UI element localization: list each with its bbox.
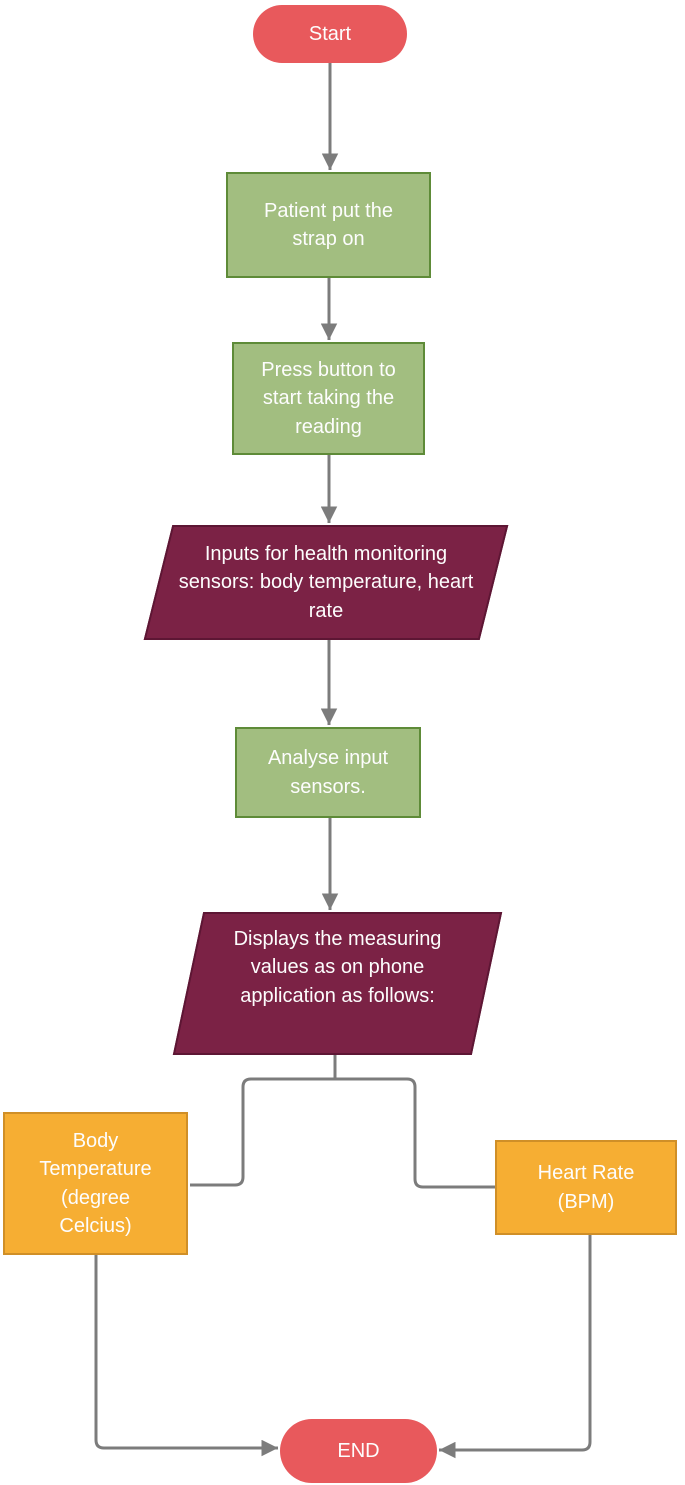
sensor-inputs-label: Inputs for health monitoring sensors: bo… xyxy=(178,542,474,622)
start-label: Start xyxy=(308,22,352,45)
body-temperature-label: Body Temperature (degree Celcius) xyxy=(39,1129,152,1237)
start-terminator-node: Start xyxy=(253,5,407,63)
edge-bodytemp-to-end xyxy=(94,1255,278,1457)
process-node-strap-on: Patient put the strap on xyxy=(226,172,431,278)
edge-display-to-bodytemp xyxy=(190,1077,335,1187)
end-terminator-node: END xyxy=(280,1419,437,1483)
display-values-label: Displays the measuring values as on phon… xyxy=(233,928,442,1007)
edge-display-to-heartrate xyxy=(335,1077,495,1189)
edge-heartrate-to-end xyxy=(439,1235,592,1459)
process-node-press-button: Press button to start taking the reading xyxy=(232,342,425,455)
heart-rate-label: Heart Rate (BPM) xyxy=(537,1162,635,1213)
press-button-label: Press button to start taking the reading xyxy=(261,358,396,438)
io-parallelogram-sensor-inputs: Inputs for health monitoring sensors: bo… xyxy=(143,525,509,640)
analyse-label: Analyse input sensors. xyxy=(267,747,389,798)
end-label: END xyxy=(337,1439,380,1462)
output-node-heart-rate: Heart Rate (BPM) xyxy=(495,1140,677,1235)
output-node-body-temperature: Body Temperature (degree Celcius) xyxy=(3,1112,188,1255)
process-node-analyse: Analyse input sensors. xyxy=(235,727,421,818)
strap-on-label: Patient put the strap on xyxy=(264,199,393,250)
io-parallelogram-display-values: Displays the measuring values as on phon… xyxy=(172,912,503,1055)
